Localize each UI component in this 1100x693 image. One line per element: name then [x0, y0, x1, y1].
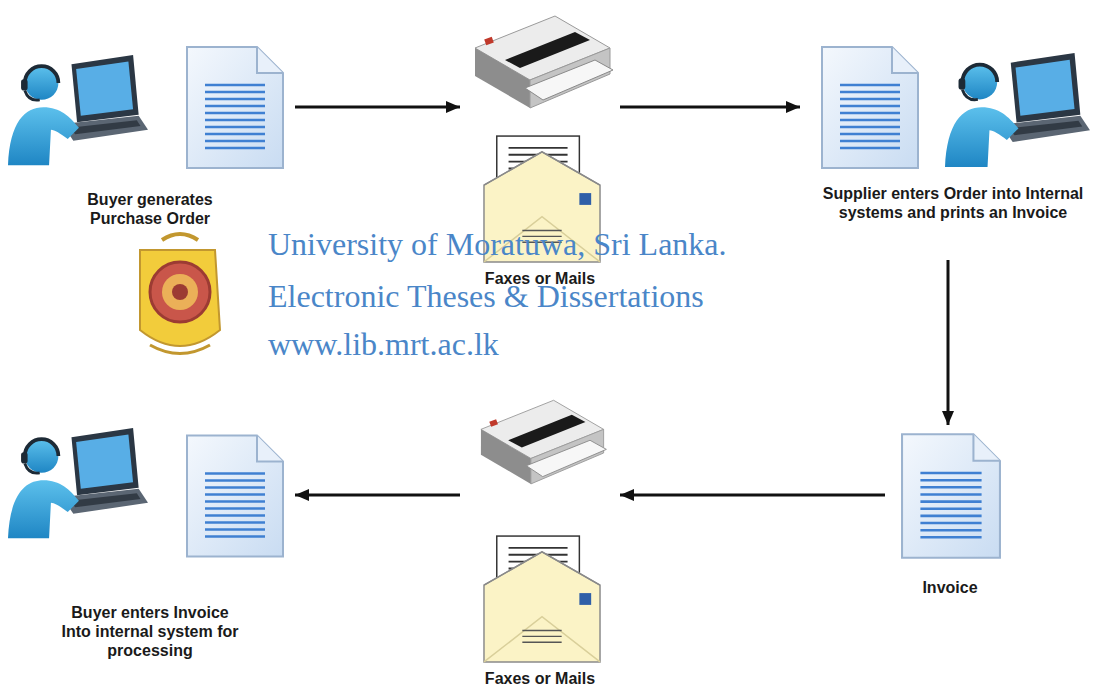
flow-arrow [295, 106, 460, 109]
step-caption: Faxes or Mails [462, 669, 618, 688]
step-caption: Buyer generates Purchase Order [70, 190, 230, 228]
person-icon [945, 53, 1090, 167]
crest-logo [140, 234, 220, 354]
flow-station: Buyer generates Purchase Order [5, 40, 295, 235]
flow-station: Supplier enters Order into Internal syst… [800, 40, 1095, 260]
step-caption: Invoice [888, 578, 1012, 597]
person-icon [8, 55, 148, 165]
document-icon [902, 434, 1000, 557]
document-icon [187, 47, 283, 168]
watermark-text: www.lib.mrt.ac.lk [268, 326, 499, 362]
flow-station: Faxes or Mails [460, 388, 620, 690]
flow-arrow [620, 106, 800, 109]
person-icon [8, 428, 148, 538]
flow-arrow [620, 494, 885, 497]
watermark-text: University of Moratuwa, Sri Lanka. [268, 226, 727, 262]
document-icon [822, 47, 918, 168]
flow-station: Buyer enters Invoice Into internal syste… [5, 425, 295, 665]
watermark-text: Electronic Theses & Dissertations [268, 278, 704, 314]
step-caption: Supplier enters Order into Internal syst… [808, 184, 1098, 222]
flow-arrow [295, 494, 460, 497]
flow-arrow [947, 260, 950, 425]
fax-icon [481, 400, 606, 484]
envelope-icon [484, 536, 600, 662]
flow-station: Invoice [885, 425, 1015, 605]
fax-icon [475, 16, 613, 108]
step-caption: Buyer enters Invoice Into internal syste… [55, 603, 245, 660]
document-icon [187, 436, 283, 557]
